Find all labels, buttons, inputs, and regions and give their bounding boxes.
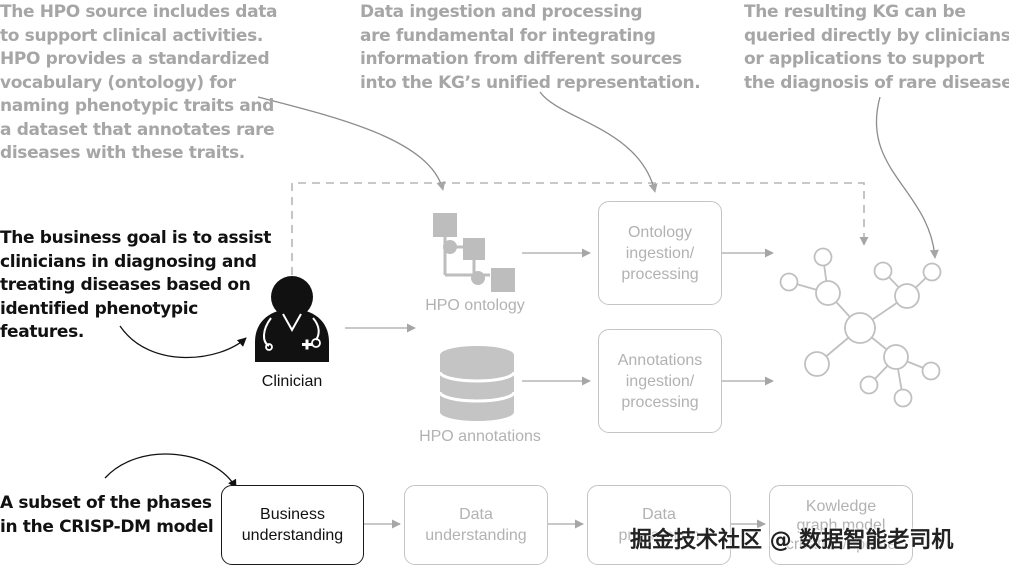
arrow-hpo-source-to-ontology	[257, 96, 446, 191]
annotation-line: The business goal is to assist	[0, 228, 272, 248]
phase-business-understanding: Business understanding	[221, 485, 364, 565]
annotation-line: treating diseases based on	[0, 275, 251, 295]
box-line: Annotations	[617, 351, 703, 369]
annotation-line: A subset of the phases	[0, 493, 212, 513]
box-line: preparation	[618, 527, 700, 544]
box-line: Business	[260, 506, 325, 523]
box-line: Kowledge	[805, 497, 877, 515]
box-line: understanding	[425, 527, 527, 544]
annotation-line: to support clinical activities.	[0, 25, 263, 46]
dashed-feedback-loop	[291, 182, 869, 275]
database-icon	[438, 346, 516, 421]
annotation-line: identified phenotypic	[0, 298, 198, 319]
annotation-business-goal: The business goal is to assist clinician…	[0, 227, 271, 345]
phase-data-understanding: Data understanding	[404, 485, 548, 565]
box-line: graph model	[796, 516, 886, 534]
annotation-line: in the CRISP-DM model	[0, 516, 214, 537]
annotation-line: information from different sources	[360, 49, 682, 69]
annotation-crisp-dm: A subset of the phases in the CRISP-DM m…	[0, 492, 214, 539]
box-line: ingestion/	[625, 372, 695, 390]
annotation-kg-query: The resulting KG can be queried directly…	[744, 1, 1009, 95]
annotations-processing-box: Annotations ingestion/ processing	[598, 329, 722, 433]
annotation-line: diseases with these traits.	[0, 143, 245, 163]
annotation-line: The HPO source includes data	[0, 2, 278, 22]
annotation-line: a dataset that annotates rare	[0, 119, 275, 140]
phase-data-preparation: Data preparation	[587, 485, 731, 565]
annotation-line: vocabulary (ontology) for	[0, 72, 236, 93]
annotation-line: queried directly by clinicians	[744, 25, 1009, 46]
arrow-ingestion-to-processing	[539, 91, 658, 193]
box-line: Ontology	[627, 223, 693, 241]
phase-kg-creation: Kowledge graph model creation/update	[769, 485, 913, 565]
annotation-hpo-source: The HPO source includes data to support …	[0, 1, 277, 166]
hpo-ontology-label: HPO ontology	[425, 297, 525, 314]
box-line: Data	[642, 506, 676, 523]
box-line: processing	[621, 265, 699, 283]
annotation-line: clinicians in diagnosing and	[0, 251, 257, 272]
box-line: understanding	[241, 527, 344, 544]
watermark-text: 掘金技术社区 @ 数据智能老司机	[630, 528, 954, 553]
annotation-line: are fundamental for integrating	[360, 25, 656, 46]
box-line: Data	[459, 506, 493, 523]
annotation-line: naming phenotypic traits and	[0, 96, 275, 116]
arrow-kg-query-to-graph	[875, 96, 939, 259]
annotation-line: features.	[0, 322, 84, 342]
annotation-line: or applications to support	[744, 49, 985, 69]
annotation-line: The resulting KG can be	[744, 2, 966, 22]
box-line: creation/update	[785, 535, 897, 553]
annotation-ingestion: Data ingestion and processing are fundam…	[360, 1, 701, 95]
annotation-line: HPO provides a standardized	[0, 49, 270, 69]
arrow-business-goal-to-clinician	[119, 325, 247, 359]
knowledge-graph-icon	[779, 247, 942, 408]
ontology-tree-icon	[433, 213, 515, 292]
ontology-processing-box: Ontology ingestion/ processing	[598, 201, 722, 305]
annotation-line: the diagnosis of rare diseases.	[744, 72, 1009, 93]
box-line: ingestion/	[625, 244, 695, 262]
hpo-annotations-label: HPO annotations	[419, 428, 541, 445]
arrow-crisp-to-business-phase	[104, 453, 237, 489]
clinician-label: Clinician	[261, 373, 323, 390]
clinician-icon	[255, 276, 329, 362]
annotation-line: Data ingestion and processing	[360, 2, 643, 22]
box-line: processing	[621, 393, 699, 411]
annotation-line: into the KG’s unified representation.	[360, 72, 701, 93]
